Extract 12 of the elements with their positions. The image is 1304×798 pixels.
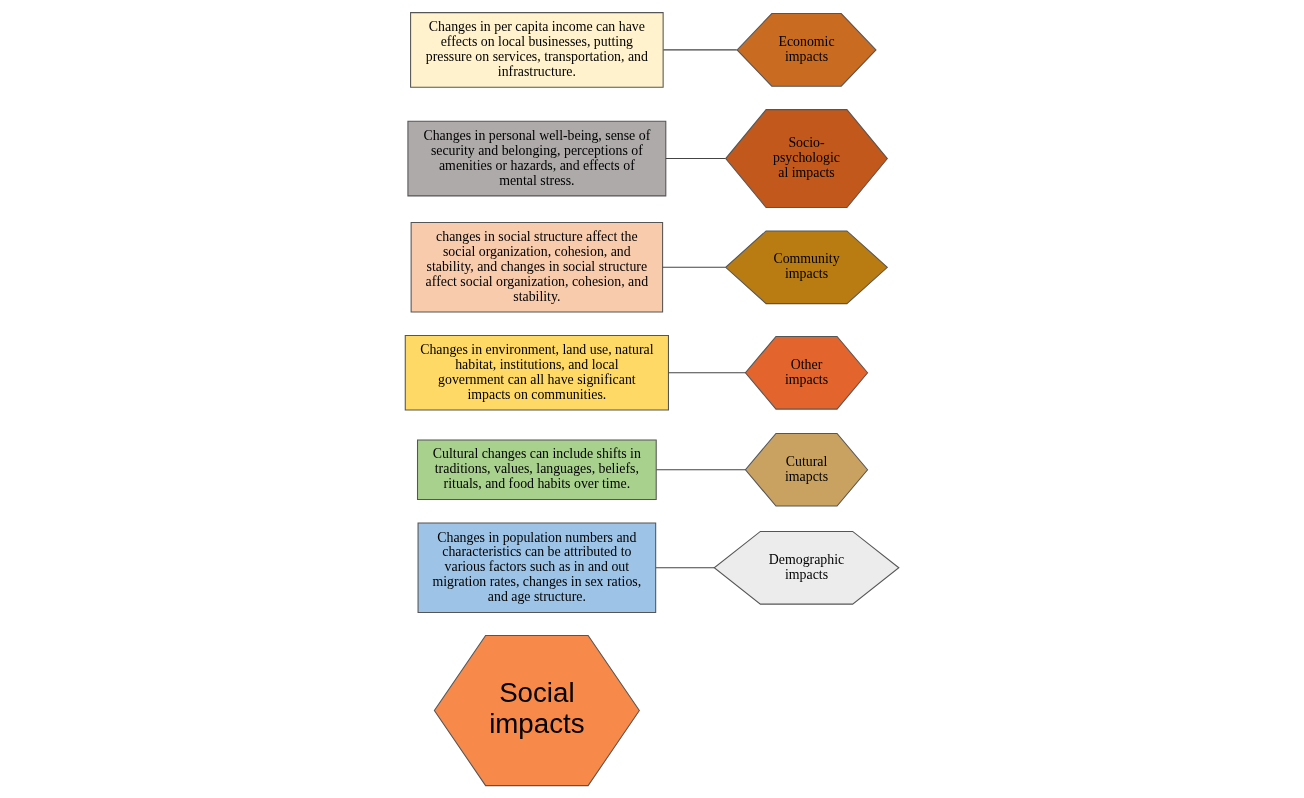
connector [662, 49, 738, 51]
connector [655, 567, 715, 569]
node-box: Cultural changes can include shifts in traditions, values, languages, beliefs, rituals, and food habits over time. [417, 439, 657, 501]
connector [665, 158, 726, 160]
connector [662, 266, 727, 268]
node-box: Changes in population numbers and characteristics can be attributed to various factors such as in and out migration rates, changes in sex ratios, and age structure. [417, 522, 657, 614]
node-box: changes in social structure affect the social organization, cohesion, and stability, and changes in social structure affect social organization, cohesion, and stability. [410, 222, 664, 313]
node-box: Changes in personal well-being, sense of security and belonging, perceptions of amenities or hazards, and effects of mental stress. [407, 120, 667, 197]
connector [668, 372, 746, 374]
node-box: Changes in environment, land use, natural habitat, institutions, and local government can all have significant impacts on communities. [404, 334, 669, 411]
connector [655, 469, 746, 471]
node-box: Changes in per capita income can have effects on local businesses, putting pressure on services, transportation, and infrastructure. [410, 12, 664, 88]
